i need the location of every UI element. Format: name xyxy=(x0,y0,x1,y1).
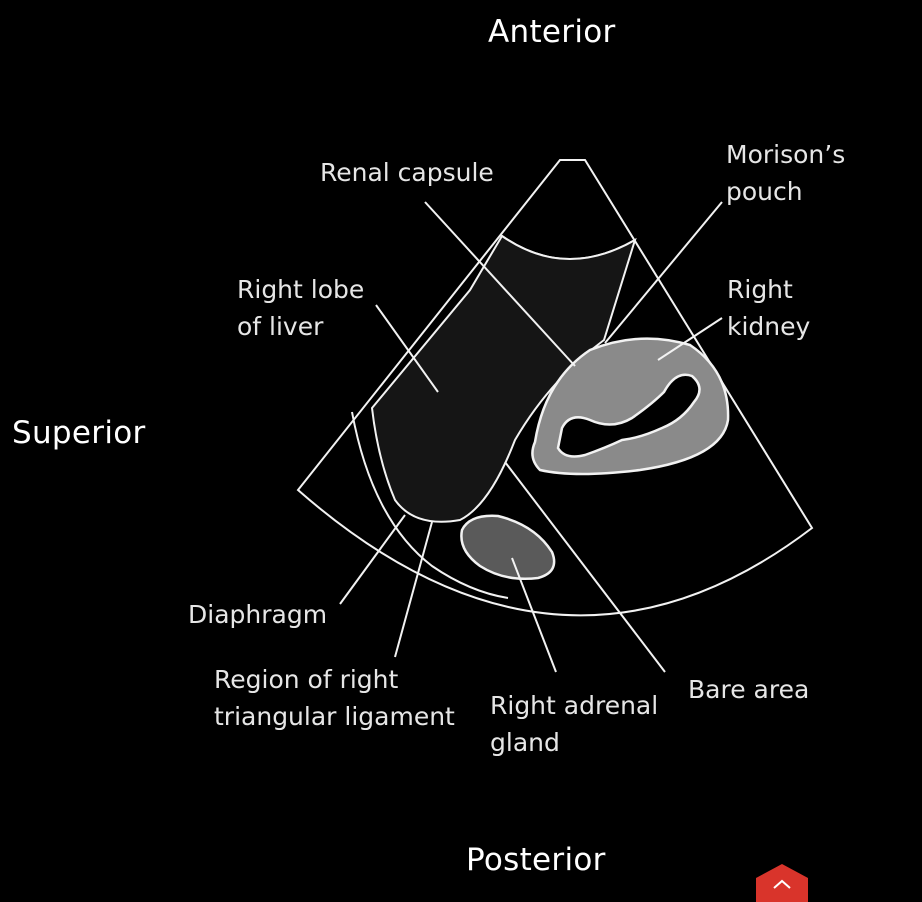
bare-area-line xyxy=(504,461,666,673)
label-bare-area-text: Bare area xyxy=(688,675,810,704)
label-triangular-ligament-line2: triangular ligament xyxy=(214,702,455,731)
right-adrenal-gland xyxy=(460,514,556,580)
label-morisons-pouch: Morison’s pouch xyxy=(726,136,845,210)
orientation-superior: Superior xyxy=(12,415,146,451)
label-triangular-ligament-line1: Region of right xyxy=(214,665,399,694)
label-right-kidney-line2: kidney xyxy=(727,312,811,341)
leader-triangular-ligament xyxy=(394,521,433,658)
label-right-kidney: Right kidney xyxy=(727,271,810,345)
leader-right-lobe-liver xyxy=(375,304,439,393)
diaphragm-curve xyxy=(351,411,509,599)
liver-region xyxy=(370,234,637,523)
right-kidney-sinus xyxy=(556,373,701,458)
red-logo-icon xyxy=(756,864,808,902)
label-right-kidney-line1: Right xyxy=(727,275,793,304)
label-morisons-pouch-line2: pouch xyxy=(726,177,803,206)
leader-right-adrenal xyxy=(511,557,557,673)
leader-renal-capsule xyxy=(424,201,576,367)
label-renal-capsule: Renal capsule xyxy=(320,154,494,191)
orientation-posterior: Posterior xyxy=(466,842,606,878)
leader-right-kidney xyxy=(657,317,723,361)
label-triangular-ligament: Region of right triangular ligament xyxy=(214,661,455,735)
leader-morisons-pouch xyxy=(604,201,723,344)
label-right-adrenal-gland-line1: Right adrenal xyxy=(490,691,659,720)
label-bare-area: Bare area xyxy=(688,671,809,708)
leader-diaphragm xyxy=(339,514,406,605)
label-morisons-pouch-line1: Morison’s xyxy=(726,140,846,169)
label-diaphragm: Diaphragm xyxy=(188,596,327,633)
label-right-lobe-liver-line2: of liver xyxy=(237,312,324,341)
label-right-lobe-liver-line1: Right lobe xyxy=(237,275,365,304)
label-right-adrenal-gland-line2: gland xyxy=(490,728,560,757)
label-diaphragm-text: Diaphragm xyxy=(188,600,328,629)
label-right-adrenal-gland: Right adrenal gland xyxy=(490,687,658,761)
orientation-anterior: Anterior xyxy=(488,14,616,50)
label-renal-capsule-text: Renal capsule xyxy=(320,158,494,187)
label-right-lobe-liver: Right lobe of liver xyxy=(237,271,364,345)
